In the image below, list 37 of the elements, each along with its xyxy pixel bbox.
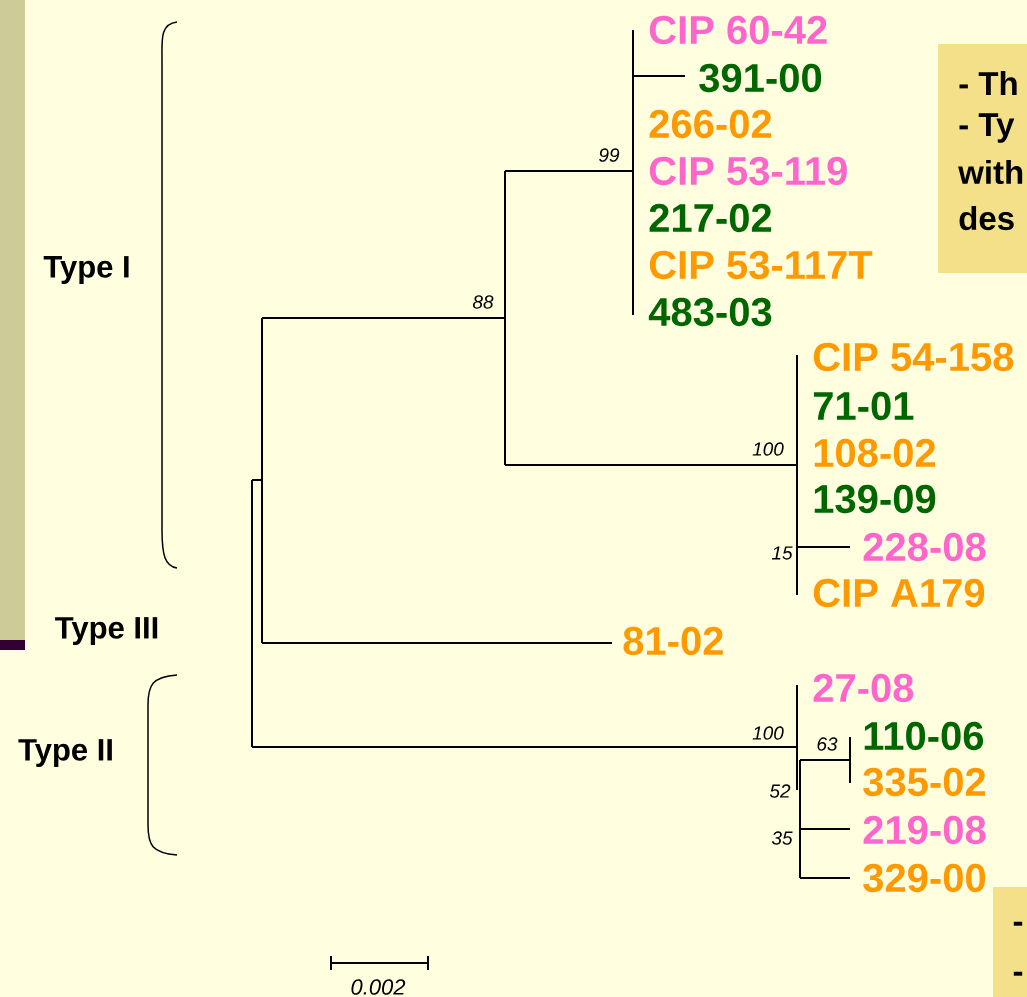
taxon-label: 219-08 bbox=[863, 815, 986, 845]
bootstrap-value: 15 bbox=[771, 546, 793, 560]
type-label: Type I bbox=[43, 256, 129, 284]
bootstrap-value: 52 bbox=[769, 784, 791, 798]
bootstrap-value: 100 bbox=[752, 726, 784, 740]
note-text: - Th bbox=[959, 71, 1017, 95]
taxon-label: 329-00 bbox=[863, 863, 986, 893]
taxon-label: CIP 54-158 bbox=[813, 342, 1014, 372]
taxon-label: 391-00 bbox=[699, 63, 822, 93]
taxon-label: 71-01 bbox=[813, 391, 914, 421]
bootstrap-value: 88 bbox=[472, 295, 494, 309]
taxon-label: 81-02 bbox=[623, 626, 723, 656]
note-text: - bbox=[1013, 971, 1023, 976]
taxon-label: 139-09 bbox=[814, 484, 936, 514]
taxon-label: 217-02 bbox=[649, 203, 772, 233]
note-text: - Ty bbox=[959, 113, 1015, 143]
taxon-label: 228-08 bbox=[863, 532, 986, 562]
taxon-label: 108-02 bbox=[814, 438, 936, 468]
note-text: - bbox=[1013, 921, 1023, 926]
taxon-label: CIP 60-42 bbox=[649, 15, 827, 45]
taxon-label: 266-02 bbox=[649, 109, 772, 139]
taxon-label: 110-06 bbox=[864, 721, 984, 751]
scale-label: 0.002 bbox=[351, 979, 406, 995]
note-text: with bbox=[958, 159, 1023, 185]
note-text: des bbox=[959, 205, 1014, 231]
taxon-label: CIP 53-117T bbox=[649, 250, 873, 280]
bootstrap-value: 35 bbox=[771, 831, 793, 845]
taxon-label: CIP A179 bbox=[813, 578, 985, 608]
bootstrap-value: 99 bbox=[599, 148, 620, 162]
taxon-label: 27-08 bbox=[813, 673, 914, 703]
type-label: Type III bbox=[55, 617, 158, 645]
taxon-label: CIP 53-119 bbox=[649, 156, 847, 186]
taxon-label: 483-03 bbox=[648, 297, 772, 327]
type-label: Type II bbox=[18, 739, 112, 767]
bootstrap-value: 63 bbox=[817, 737, 838, 751]
taxon-label: 335-02 bbox=[863, 767, 986, 797]
bootstrap-value: 100 bbox=[752, 442, 784, 456]
